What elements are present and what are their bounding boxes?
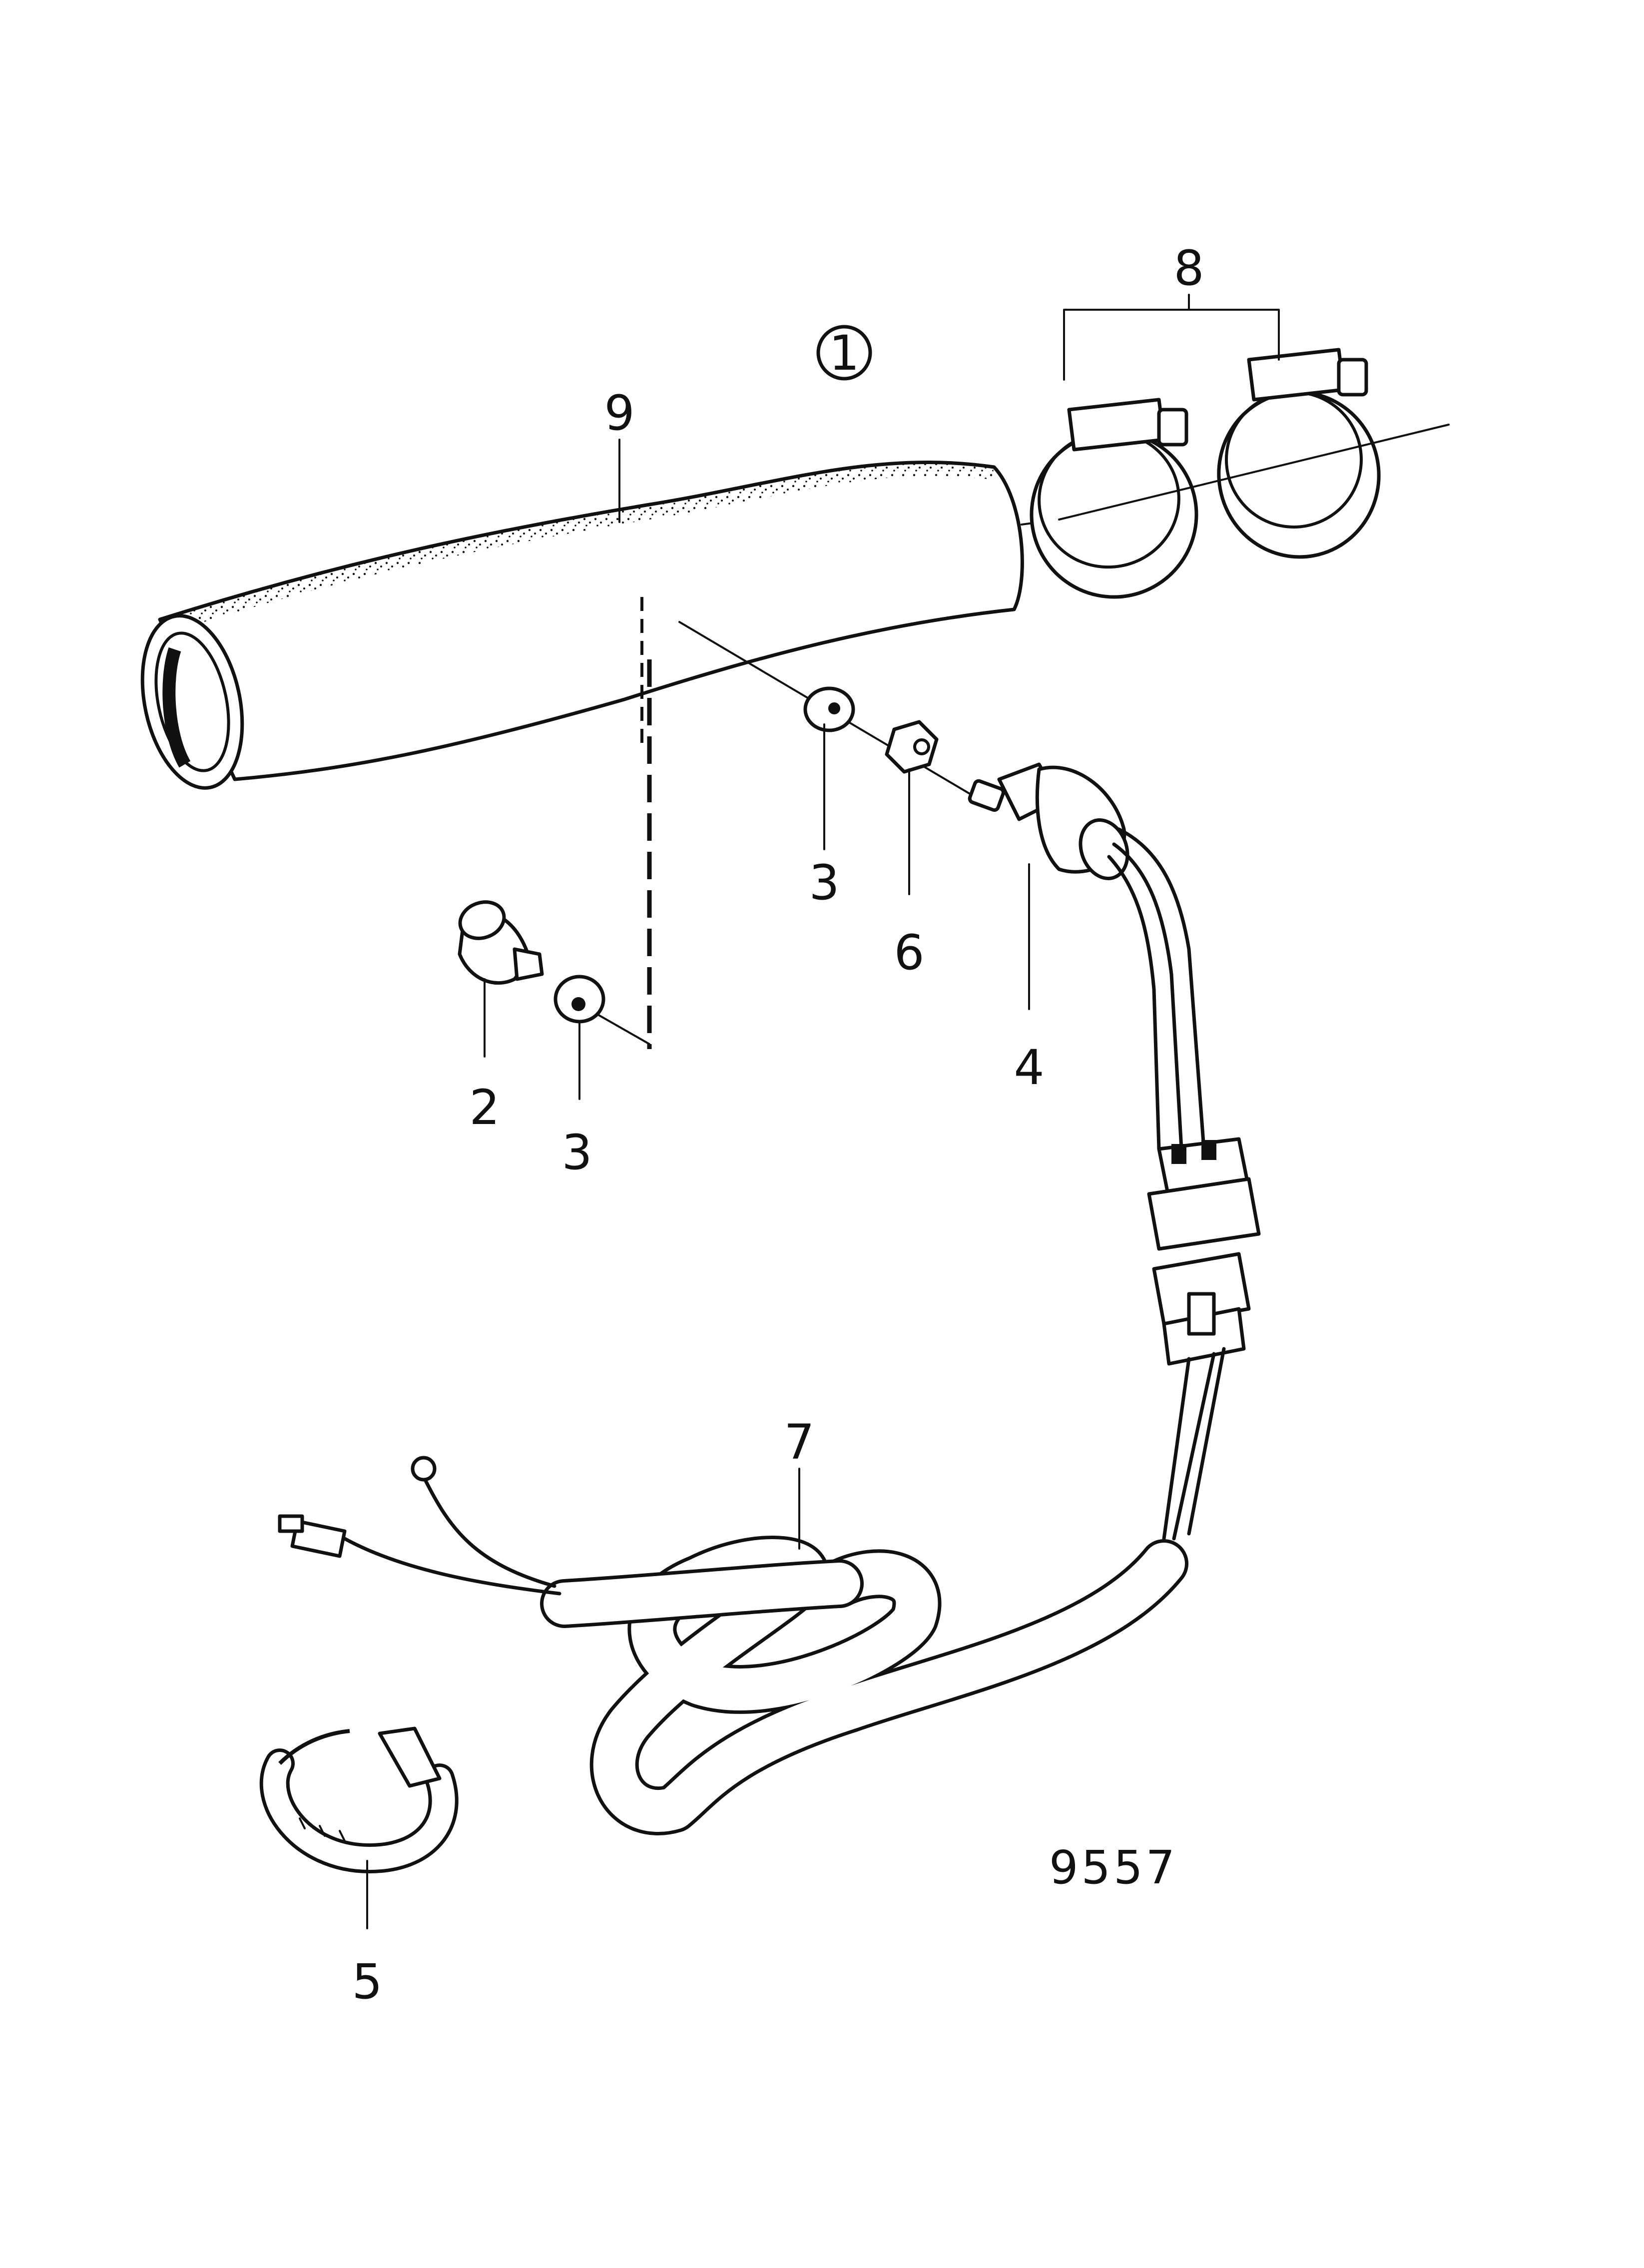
clamp-axis-line (1058, 424, 1450, 521)
callout-5: 5 (352, 1954, 382, 2010)
callout-7: 7 (784, 1414, 814, 1470)
callout-2: 2 (469, 1080, 500, 1135)
connector-upper (1147, 1137, 1261, 1251)
reference-number: 9557 (1049, 1841, 1178, 1894)
leader-lines (366, 294, 1280, 1929)
wiring-harness (278, 1456, 1188, 1835)
callout-6: 6 (894, 925, 924, 981)
hose-clamp-left (1030, 398, 1198, 599)
callout-3-lower: 3 (561, 1125, 592, 1180)
plug (458, 900, 544, 985)
callout-4: 4 (1014, 1040, 1044, 1096)
callout-9: 9 (604, 385, 634, 441)
sensor (968, 762, 1206, 1151)
group-marker: 1 (816, 325, 872, 381)
washer-lower (553, 975, 605, 1024)
callout-8: 8 (1173, 240, 1204, 296)
svg-text:1: 1 (829, 325, 859, 381)
hose (140, 461, 1060, 790)
band-clamp (259, 1726, 459, 1874)
washer-upper (803, 686, 855, 732)
callout-3-upper: 3 (809, 855, 839, 911)
hose-clamp-right (1217, 348, 1381, 559)
connector-lower (1152, 1252, 1251, 1541)
nut (885, 720, 939, 774)
